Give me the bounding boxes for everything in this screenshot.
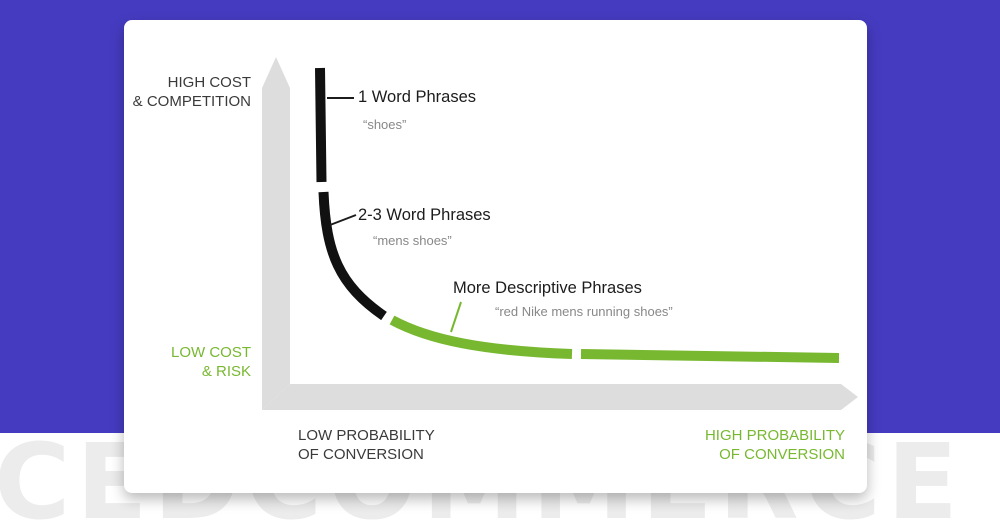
phrase-1-title: 1 Word Phrases [358, 88, 476, 106]
diagram-card: HIGH COST & COMPETITION LOW COST & RISK … [124, 20, 867, 493]
y-axis-high-label: HIGH COST & COMPETITION [132, 74, 251, 110]
horizontal-axis [262, 384, 858, 410]
leader-2-3-words [329, 214, 357, 226]
phrase-3-example: “red Nike mens running shoes” [495, 304, 673, 319]
curve-segment-1-word [315, 67, 327, 183]
vertical-axis [262, 57, 290, 410]
phrase-2-title: 2-3 Word Phrases [358, 206, 491, 224]
curve-segment-2-3-words [318, 191, 387, 321]
x-axis-low-label: LOW PROBABILITY OF CONVERSION [298, 427, 435, 463]
leader-descriptive [450, 301, 462, 333]
curve-segment-descriptive-2 [580, 349, 840, 363]
phrase-2-example: “mens shoes” [373, 233, 452, 248]
curve-segment-descriptive-1 [389, 315, 573, 359]
x-axis-high-label: HIGH PROBABILITY OF CONVERSION [704, 427, 845, 463]
long-tail-diagram [262, 57, 858, 410]
phrase-3-title: More Descriptive Phrases [453, 279, 642, 297]
phrase-1-example: “shoes” [363, 117, 407, 132]
y-axis-low-label: LOW COST & RISK [170, 344, 251, 380]
